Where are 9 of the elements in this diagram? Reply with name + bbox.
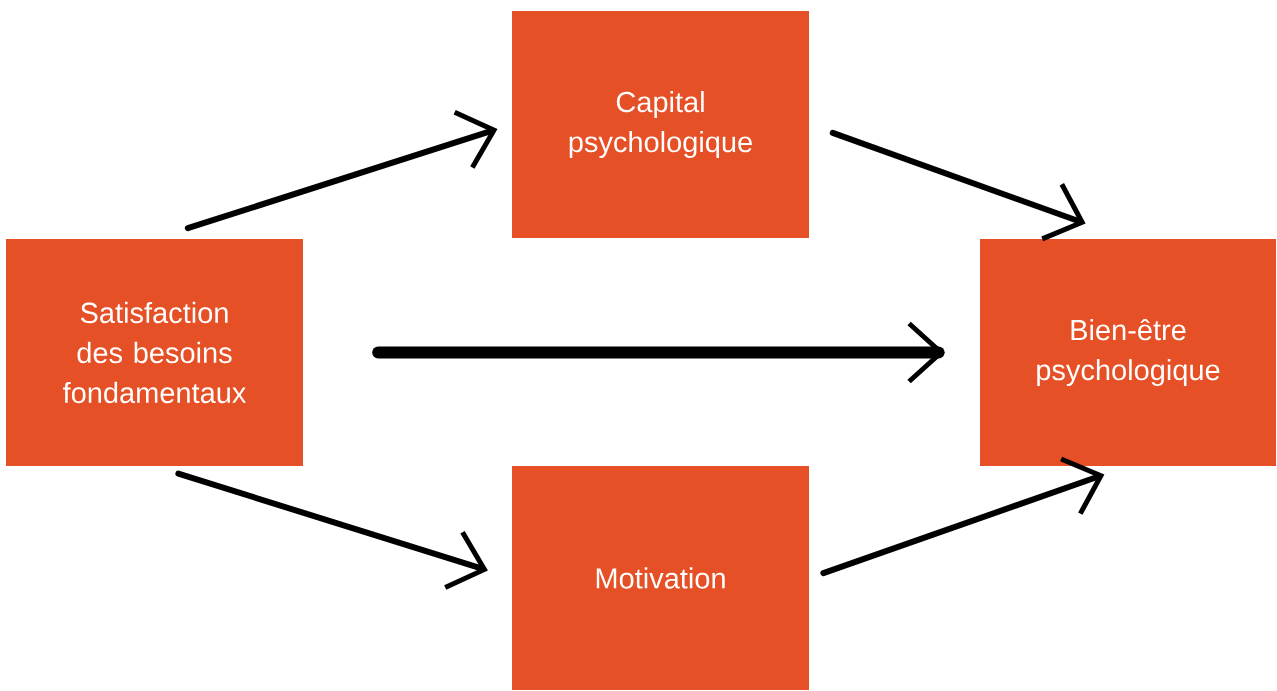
process-box: Bien-être psychologique [980, 239, 1276, 466]
process-box: Satisfaction des besoins fondamentaux [6, 239, 303, 466]
arrow [820, 456, 1105, 577]
arrow [372, 321, 945, 384]
arrow [175, 470, 488, 590]
arrow [829, 129, 1086, 242]
process-box: Capital psychologique [512, 11, 809, 238]
process-box: Motivation [512, 466, 809, 690]
arrow [184, 110, 498, 232]
